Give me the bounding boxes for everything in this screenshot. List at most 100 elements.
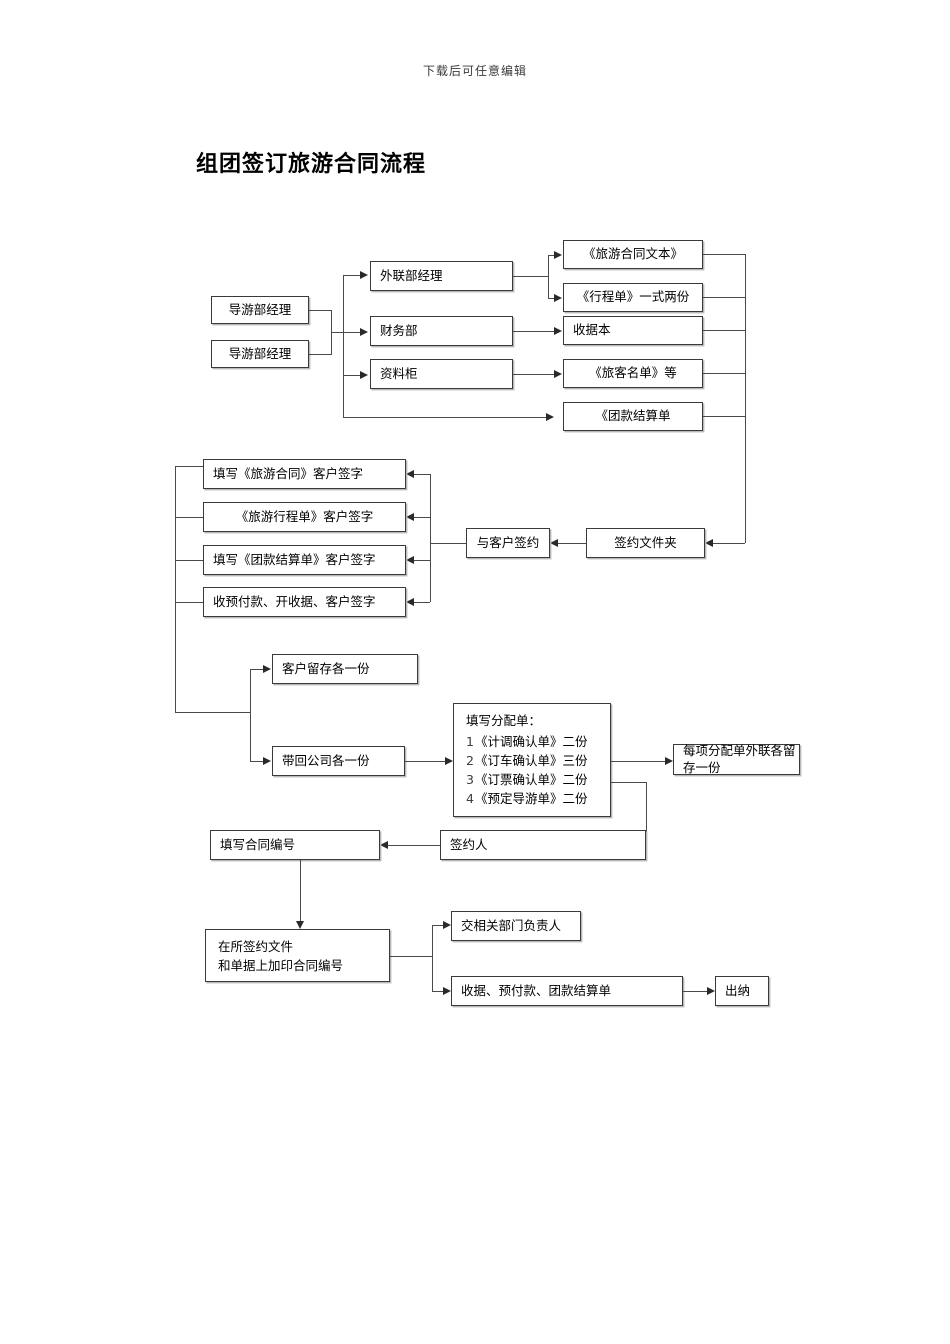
connector-doc4-right xyxy=(703,373,745,374)
box-sign-with-client: 与客户签约 xyxy=(466,528,550,558)
box-archive-cabinet: 资料柜 xyxy=(370,359,513,389)
arrow-to-alloccopy-icon xyxy=(665,756,673,765)
arrow-to-task3-icon xyxy=(406,555,414,564)
arrow-to-doc5-icon xyxy=(546,412,554,421)
connector-tasks-rail xyxy=(430,474,431,602)
arrow-to-doc2-icon xyxy=(554,293,562,302)
box-settlement-signature: 填写《团款结算单》客户签字 xyxy=(203,545,406,575)
arrow-to-out1-icon xyxy=(443,920,451,929)
connector-folder-to-sign xyxy=(558,543,586,544)
connector-doc1-right xyxy=(703,254,745,255)
arrow-to-stamp-icon xyxy=(295,921,304,929)
box-fill-contract-signature: 填写《旅游合同》客户签字 xyxy=(203,459,406,489)
box-allocation-form: 填写分配单： 1《计调确认单》二份 2《订车确认单》三份 3《订票确认单》二份 … xyxy=(453,703,611,817)
arrow-to-alloc-icon xyxy=(445,756,453,765)
box-guide-manager-2: 导游部经理 xyxy=(211,340,309,368)
connector-copies-split xyxy=(250,669,251,761)
box-signing-folder: 签约文件夹 xyxy=(586,528,705,558)
box-passenger-list: 《旅客名单》等 xyxy=(563,359,703,388)
box-stamp-contract-number: 在所签约文件 和单据上加印合同编号 xyxy=(205,929,390,982)
connector-doc2-right xyxy=(703,297,745,298)
connector-dept2-to-doc3 xyxy=(513,331,556,332)
connector-rail-to-folder xyxy=(713,543,745,544)
connector-dept3-to-doc4 xyxy=(513,374,556,375)
arrow-to-dept1-icon xyxy=(360,270,368,279)
box-itinerary-signature: 《旅游行程单》客户签字 xyxy=(203,502,406,532)
box-tour-contract-text: 《旅游合同文本》 xyxy=(563,240,703,269)
box-guide-manager-1: 导游部经理 xyxy=(211,296,309,324)
allocation-form-item-2: 2《订车确认单》三份 xyxy=(466,753,588,768)
connector-sign-left xyxy=(430,543,466,544)
box-client-keeps-copy: 客户留存各一份 xyxy=(272,654,418,684)
arrow-to-dept2-icon xyxy=(360,327,368,336)
box-liaison-manager: 外联部经理 xyxy=(370,261,513,291)
arrow-to-task2-icon xyxy=(406,512,414,521)
connector-task1-left xyxy=(175,466,203,467)
connector-rail-to-task2 xyxy=(414,517,430,518)
connector-trunk-to-dept1 xyxy=(343,275,361,276)
box-receipt-prepayment-settlement: 收据、预付款、团款结算单 xyxy=(451,976,683,1006)
connector-alloc-to-signer-vertical xyxy=(646,782,647,845)
arrow-to-doc4-icon xyxy=(554,369,562,378)
box-prepayment-receipt-signature: 收预付款、开收据、客户签字 xyxy=(203,587,406,617)
allocation-form-item-1: 1《计调确认单》二份 xyxy=(466,734,588,749)
arrow-to-sign-icon xyxy=(550,538,558,547)
connector-docs-right-rail xyxy=(745,254,746,543)
connector-cnum-to-stamp xyxy=(300,860,301,922)
connector-to-out1 xyxy=(432,925,444,926)
connector-to-copy2 xyxy=(250,761,264,762)
page-header-note: 下载后可任意编辑 xyxy=(422,64,527,78)
connector-dept-trunk xyxy=(343,275,344,418)
connector-dept1-split-vertical xyxy=(548,255,549,298)
connector-outputs-split xyxy=(432,925,433,991)
allocation-form-heading: 填写分配单： xyxy=(466,713,542,728)
connector-dept1-to-doc1 xyxy=(548,255,556,256)
connector-dept1-right xyxy=(513,276,548,277)
connector-src1-right xyxy=(309,310,331,311)
page-title: 组团签订旅游合同流程 xyxy=(196,152,427,177)
arrow-to-copy1-icon xyxy=(263,664,271,673)
allocation-form-item-3: 3《订票确认单》二份 xyxy=(466,772,588,787)
arrow-to-dept3-icon xyxy=(360,370,368,379)
box-company-keeps-copy: 带回公司各一份 xyxy=(272,746,405,776)
connector-rail-to-task3 xyxy=(414,560,430,561)
connector-task3-left xyxy=(175,560,203,561)
arrow-to-doc1-icon xyxy=(554,250,562,259)
arrow-to-copy2-icon xyxy=(263,756,271,765)
connector-trunk-to-dept2 xyxy=(343,332,361,333)
arrow-to-cashier-icon xyxy=(707,986,715,995)
box-signer: 签约人 xyxy=(440,830,646,860)
connector-dept1-to-doc2 xyxy=(548,298,556,299)
stamp-line-2: 和单据上加印合同编号 xyxy=(218,958,344,973)
connector-rail-to-task4 xyxy=(414,602,430,603)
connector-doc5-right xyxy=(703,416,745,417)
box-itinerary-two-copies: 《行程单》一式两份 xyxy=(563,283,703,312)
connector-trunk-to-dept3 xyxy=(343,375,361,376)
box-cashier: 出纳 xyxy=(715,976,769,1006)
box-deliver-to-department-head: 交相关部门负责人 xyxy=(451,911,581,941)
connector-rail-to-task1 xyxy=(414,474,430,475)
connector-alloc-down-right xyxy=(611,782,646,783)
arrow-to-cnum-icon xyxy=(380,840,388,849)
stamp-line-1: 在所签约文件 xyxy=(218,939,294,954)
arrow-to-task1-icon xyxy=(406,469,414,478)
connector-alloc-to-alloccopy xyxy=(611,761,666,762)
connector-stamp-right xyxy=(390,956,432,957)
connector-src2-right xyxy=(309,354,331,355)
connector-to-out2 xyxy=(432,991,444,992)
arrow-to-out2-icon xyxy=(443,986,451,995)
box-finance-dept: 财务部 xyxy=(370,316,513,346)
connector-out2-to-cashier xyxy=(683,991,708,992)
arrow-to-task4-icon xyxy=(406,597,414,606)
box-fill-contract-number: 填写合同编号 xyxy=(210,830,380,860)
connector-copy2-to-alloc xyxy=(405,761,446,762)
connector-trunk-to-doc5 xyxy=(343,417,546,418)
allocation-form-item-4: 4《预定导游单》二份 xyxy=(466,791,588,806)
arrow-to-folder-icon xyxy=(705,538,713,547)
connector-rail-to-copies xyxy=(175,712,250,713)
connector-to-copy1 xyxy=(250,669,264,670)
connector-signer-to-cnum xyxy=(388,845,440,846)
box-receipt-book: 收据本 xyxy=(563,316,703,345)
box-group-settlement: 《团款结算单 xyxy=(563,402,703,431)
